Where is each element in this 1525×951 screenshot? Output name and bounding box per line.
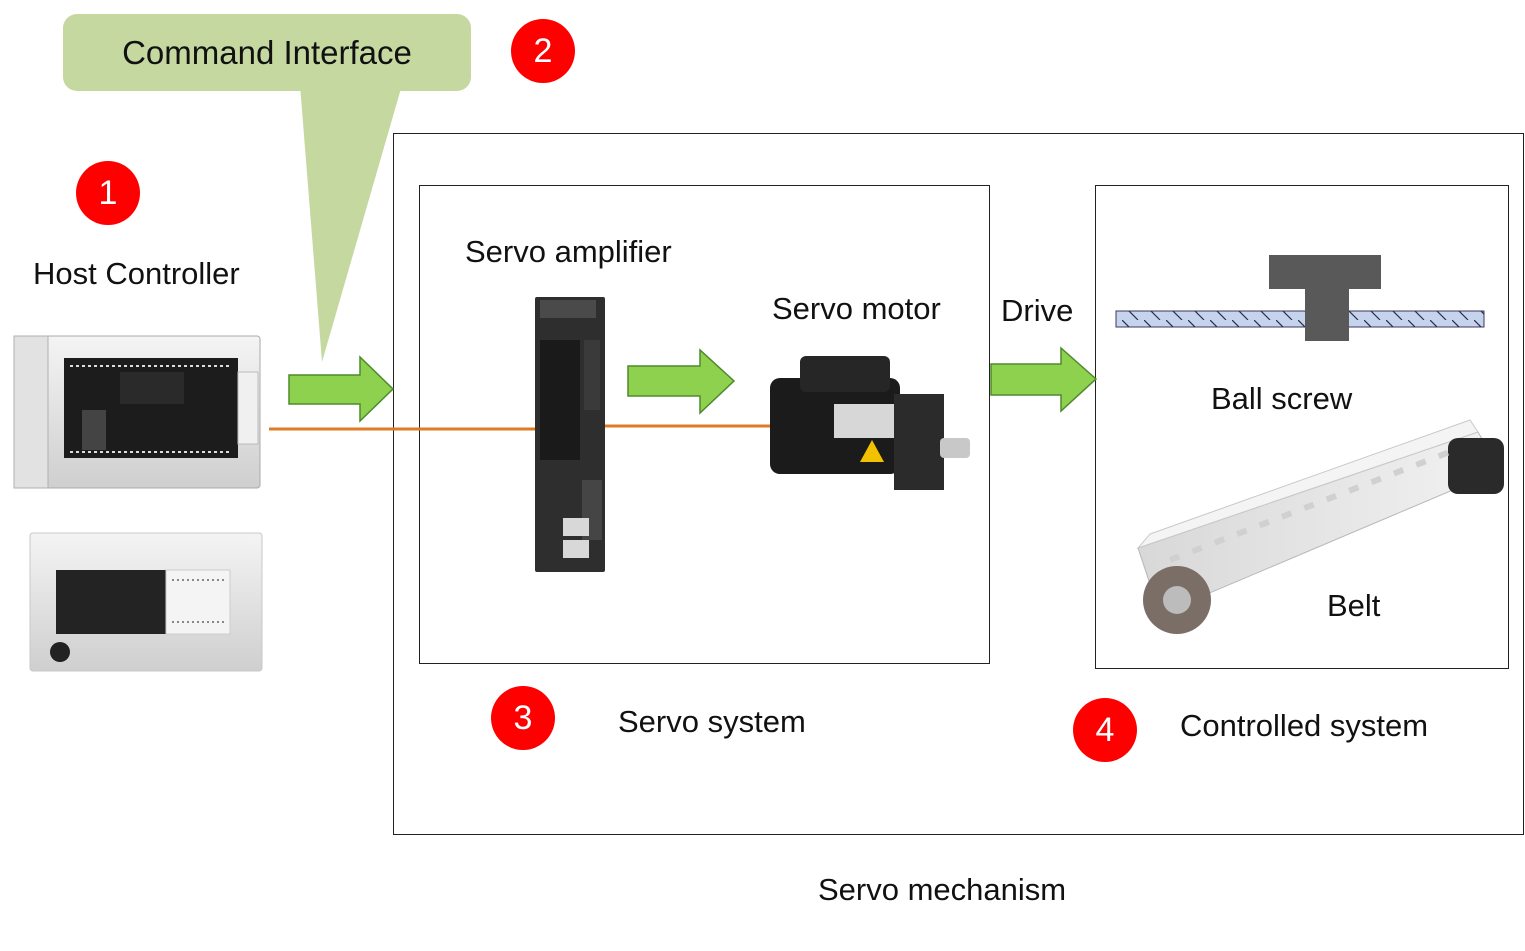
arrow-drive: [990, 346, 1098, 413]
plc-controller-icon: [13, 335, 261, 489]
belt-label: Belt: [1327, 588, 1381, 623]
ball-screw-label: Ball screw: [1211, 381, 1353, 416]
badge-2: 2: [511, 19, 575, 83]
callout-box: [63, 14, 471, 91]
arrow-to-servo-system: [288, 355, 395, 423]
servo-system-label: Servo system: [618, 704, 806, 739]
host-controller-label: Host Controller: [33, 256, 240, 291]
servo-amplifier-icon: [535, 297, 605, 572]
callout-text: Command Interface: [122, 34, 412, 71]
drive-label: Drive: [1001, 293, 1074, 328]
servo-motor-icon: [770, 356, 970, 490]
badge-4: 4: [1073, 698, 1137, 762]
servo-motor-label: Servo motor: [772, 291, 941, 326]
badge-1: 1: [76, 161, 140, 225]
ball-screw-icon: [1115, 255, 1485, 341]
servo-mechanism-label: Servo mechanism: [818, 872, 1067, 907]
servo-amplifier-label: Servo amplifier: [465, 234, 672, 269]
badge-3: 3: [491, 686, 555, 750]
controlled-system-frame: [1095, 185, 1509, 669]
servo-system-frame: [419, 185, 990, 664]
servo-mechanism-frame: [393, 133, 1524, 835]
compact-plc-icon: [29, 532, 263, 672]
arrow-amplifier-to-motor: [627, 348, 736, 415]
belt-conveyor-icon: [1136, 419, 1504, 634]
controlled-system-label: Controlled system: [1180, 708, 1429, 743]
